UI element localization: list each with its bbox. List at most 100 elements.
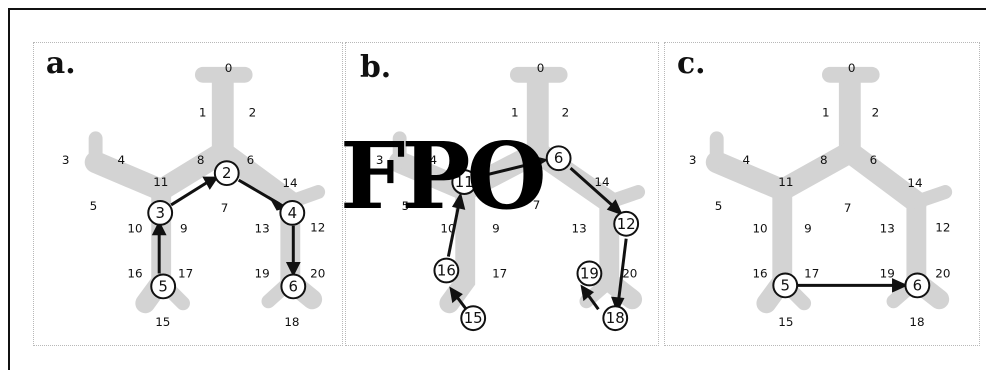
segment-label: 1 bbox=[822, 106, 830, 120]
node-label: 11 bbox=[455, 173, 474, 191]
figure-frame bbox=[8, 8, 986, 370]
path-node: 15 bbox=[460, 305, 487, 332]
segment-label: 18 bbox=[909, 315, 924, 329]
panel-b-diagram: b. 0 1 2 3 4 11 14 5 7 10 9 13 17 20 bbox=[360, 50, 646, 332]
arrow-edge bbox=[170, 178, 212, 207]
arrow-head bbox=[151, 220, 167, 236]
node-label: 6 bbox=[554, 149, 563, 167]
panel-label: a. bbox=[46, 46, 76, 81]
segment-label: 18 bbox=[284, 315, 299, 329]
arrow-head bbox=[611, 296, 625, 314]
node-label: 5 bbox=[781, 276, 790, 294]
path-node: 4 bbox=[279, 199, 306, 226]
arrow-head bbox=[580, 284, 595, 302]
segment-label: 8 bbox=[820, 153, 828, 167]
segment-label: 13 bbox=[255, 222, 270, 236]
segment-label: 3 bbox=[62, 153, 70, 167]
arrow-head bbox=[202, 176, 219, 190]
panel-c: c. 0 1 2 3 4 8 6 11 14 5 7 10 9 13 12 16… bbox=[664, 42, 980, 346]
segment-label: 9 bbox=[492, 222, 500, 236]
node-label: 4 bbox=[288, 204, 297, 222]
segment-label: 9 bbox=[180, 222, 188, 236]
segment-label: 1 bbox=[511, 106, 519, 120]
segment-label: 12 bbox=[310, 221, 325, 235]
segment-label: 2 bbox=[562, 106, 570, 120]
segment-label: 6 bbox=[870, 153, 878, 167]
path-node: 3 bbox=[147, 199, 174, 226]
segment-label: 9 bbox=[804, 222, 812, 236]
segment-label: 4 bbox=[429, 153, 437, 167]
segment-label: 11 bbox=[153, 175, 168, 189]
segment-label: 16 bbox=[127, 266, 142, 280]
path-node: 6 bbox=[904, 272, 931, 299]
segment-label: 5 bbox=[402, 199, 410, 213]
arrow-head bbox=[892, 278, 909, 293]
segment-label: 2 bbox=[249, 106, 257, 120]
path-node: 2 bbox=[213, 160, 240, 187]
path-node: 11 bbox=[451, 169, 478, 195]
path-node: 18 bbox=[602, 305, 629, 332]
segment-label: 17 bbox=[492, 266, 507, 280]
segment-label: 15 bbox=[155, 315, 170, 329]
fpo-watermark: FPO bbox=[340, 122, 547, 222]
arrow-head bbox=[451, 192, 466, 210]
node-label: 15 bbox=[464, 309, 483, 327]
segment-label: 7 bbox=[533, 198, 541, 212]
path-arrows bbox=[446, 155, 628, 314]
panel-a-diagram: a. 0 1 2 3 4 8 6 11 14 5 7 10 9 13 12 16… bbox=[46, 46, 326, 329]
segment-label: 20 bbox=[622, 266, 637, 280]
segment-label: 0 bbox=[848, 61, 856, 75]
node-label: 5 bbox=[158, 277, 167, 295]
segment-label: 5 bbox=[90, 199, 98, 213]
segment-label: 4 bbox=[743, 153, 751, 167]
node-label: 18 bbox=[606, 309, 625, 327]
path-nodes: 15 16 11 6 12 18 bbox=[433, 145, 640, 332]
path-arrows bbox=[151, 176, 301, 277]
segment-label: 7 bbox=[221, 201, 229, 215]
path-nodes: 5 3 2 4 6 bbox=[147, 160, 307, 300]
segment-label: 14 bbox=[907, 176, 922, 190]
arrow-head bbox=[530, 155, 549, 169]
segment-label: 4 bbox=[117, 153, 125, 167]
segment-label: 0 bbox=[537, 61, 545, 75]
segment-label: 14 bbox=[594, 175, 609, 189]
segment-label: 13 bbox=[572, 222, 587, 236]
arrow-edge bbox=[476, 160, 539, 179]
segment-label: 16 bbox=[752, 266, 767, 280]
path-node: 16 bbox=[433, 257, 460, 284]
segment-label: 17 bbox=[804, 266, 819, 280]
arrow-head bbox=[285, 262, 301, 277]
panel-label: c. bbox=[677, 46, 706, 81]
node-label: 16 bbox=[437, 261, 456, 279]
segment-label: 13 bbox=[880, 222, 895, 236]
arrow-edge bbox=[569, 167, 618, 211]
node-label: 6 bbox=[913, 276, 922, 294]
path-arrows bbox=[797, 278, 909, 293]
segment-labels: 0 1 2 3 4 8 6 11 14 5 7 10 9 13 12 16 17… bbox=[62, 61, 326, 329]
segment-label: 19 bbox=[880, 266, 895, 280]
path-node: 5 bbox=[150, 273, 177, 300]
arrow-edge bbox=[616, 238, 628, 304]
segment-label: 20 bbox=[935, 266, 950, 280]
panel-b: b. 0 1 2 3 4 11 14 5 7 10 9 13 17 20 bbox=[345, 42, 659, 346]
segment-label: 19 bbox=[255, 266, 270, 280]
segment-label: 10 bbox=[127, 222, 142, 236]
segment-label: 10 bbox=[752, 222, 767, 236]
segment-label: 0 bbox=[225, 61, 233, 75]
path-node: 6 bbox=[545, 145, 572, 172]
segment-label: 14 bbox=[282, 176, 297, 190]
segment-label: 2 bbox=[872, 106, 880, 120]
fpo-text: FPO bbox=[340, 122, 543, 222]
arrow-edge bbox=[446, 201, 461, 257]
panel-c-diagram: c. 0 1 2 3 4 8 6 11 14 5 7 10 9 13 12 16… bbox=[677, 46, 953, 329]
segment-label: 15 bbox=[778, 315, 793, 329]
node-label: 2 bbox=[222, 164, 231, 182]
panel-a: a. 0 1 2 3 4 8 6 11 14 5 7 10 9 13 12 16… bbox=[33, 42, 343, 346]
node-label: 12 bbox=[617, 215, 636, 233]
segment-label: 6 bbox=[247, 153, 255, 167]
path-nodes: 5 6 bbox=[772, 272, 931, 299]
path-node: 6 bbox=[280, 273, 307, 300]
segment-labels: 0 1 2 3 4 8 6 11 14 5 7 10 9 13 12 16 17… bbox=[689, 61, 951, 329]
segment-label: 3 bbox=[689, 153, 697, 167]
segment-label: 17 bbox=[178, 266, 193, 280]
